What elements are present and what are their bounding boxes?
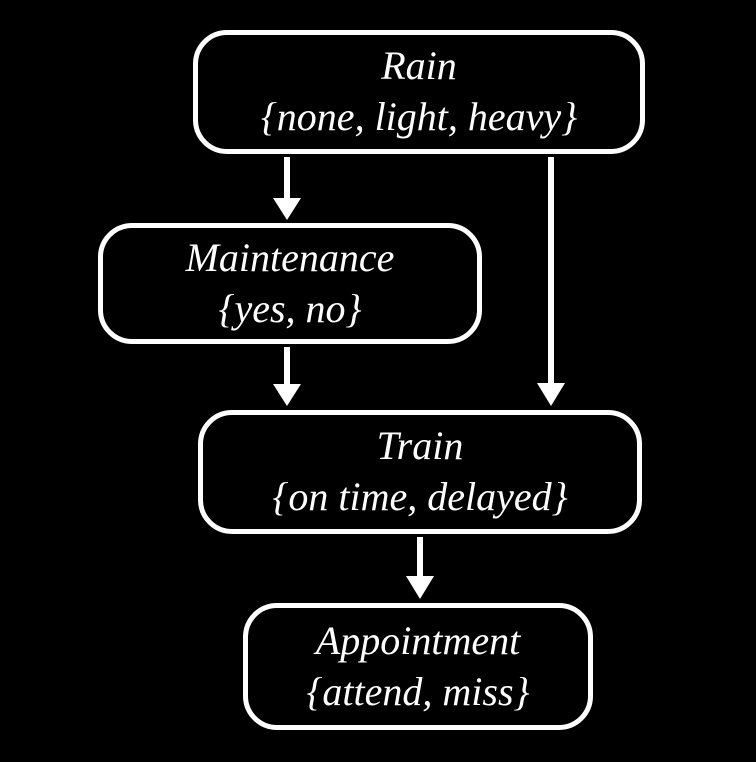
- node-rain: Rain {none, light, heavy}: [193, 30, 645, 154]
- node-train-states: {on time, delayed}: [272, 474, 568, 519]
- arrowhead-down-icon: [406, 576, 434, 599]
- node-appointment-states: {attend, miss}: [306, 668, 530, 714]
- arrowhead-down-icon: [537, 383, 565, 406]
- edge-train-appointment: [406, 537, 434, 599]
- node-train: Train {on time, delayed}: [198, 410, 642, 534]
- node-appointment-label: Appointment: [315, 617, 521, 663]
- node-appointment: Appointment {attend, miss}: [243, 603, 593, 730]
- edge-rain-train: [537, 157, 565, 406]
- node-maintenance: Maintenance {yes, no}: [98, 223, 482, 344]
- node-train-label: Train: [376, 423, 464, 469]
- edge-maintenance-train: [273, 347, 301, 406]
- node-maintenance-label: Maintenance: [185, 234, 395, 280]
- edge-rain-maintenance: [273, 157, 301, 220]
- node-maintenance-states: {yes, no}: [218, 285, 362, 331]
- node-rain-label: Rain: [381, 43, 457, 89]
- arrowhead-down-icon: [273, 198, 301, 220]
- arrowhead-down-icon: [273, 384, 301, 406]
- node-rain-states: {none, light, heavy}: [260, 94, 578, 139]
